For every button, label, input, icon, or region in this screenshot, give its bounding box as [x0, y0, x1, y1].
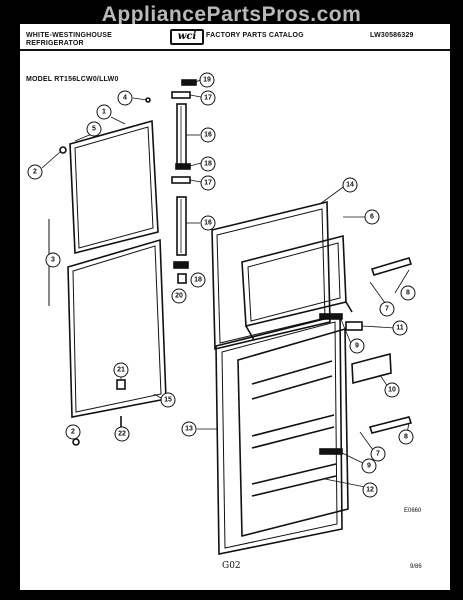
part-2-lower [72, 438, 80, 446]
catalog-title: FACTORY PARTS CATALOG [206, 32, 304, 39]
callout-2: 2 [71, 429, 75, 436]
callout-22: 22 [118, 431, 126, 438]
callout-15: 15 [164, 397, 172, 404]
part-18-top [175, 163, 191, 170]
callout-19: 19 [203, 77, 211, 84]
freezer-door-frame [211, 200, 331, 351]
callout-20: 20 [175, 293, 183, 300]
part-19 [181, 79, 197, 86]
callout-7: 7 [376, 451, 380, 458]
callout-17: 17 [204, 180, 212, 187]
catalog-number: LW30586329 [370, 32, 414, 39]
callout-11: 11 [396, 325, 404, 332]
handle-lower [319, 448, 343, 455]
callout-8: 8 [406, 290, 410, 297]
part-2-upper [59, 146, 67, 154]
header-rule [20, 49, 450, 51]
callout-18: 18 [194, 277, 202, 284]
fresh-food-door-frame [215, 313, 343, 555]
trim-strip-upper [370, 257, 413, 276]
brand-logo: wci [170, 29, 204, 45]
door-shelf-10 [351, 352, 392, 385]
callout-9: 9 [367, 463, 371, 470]
upper-hinge-strip [176, 103, 187, 169]
callout-21: 21 [117, 367, 125, 374]
revision-date: 9/86 [410, 564, 422, 570]
handle-upper [319, 313, 343, 320]
callout-14: 14 [346, 182, 354, 189]
callout-6: 6 [370, 214, 374, 221]
part-21 [116, 379, 126, 390]
exploded-view-drawing: 1524319171618171618201467811910879121315… [27, 72, 416, 555]
callout-1: 1 [102, 109, 106, 116]
part-20 [177, 273, 187, 284]
callout-18: 18 [204, 161, 212, 168]
callout-10: 10 [388, 387, 396, 394]
part-18-low [173, 261, 189, 269]
parts-diagram-page: WHITE-WESTINGHOUSE REFRIGERATOR wci FACT… [20, 24, 450, 590]
brand-line-1: WHITE-WESTINGHOUSE [26, 32, 113, 39]
callout-8: 8 [404, 434, 408, 441]
callout-4: 4 [123, 95, 127, 102]
upper-door-gasket [69, 119, 159, 255]
model-number: MODEL RT156LCW0/LLW0 [26, 76, 119, 83]
callout-2: 2 [33, 169, 37, 176]
fresh-food-door-liner [237, 327, 349, 538]
callout-13: 13 [185, 426, 193, 433]
callout-3: 3 [51, 257, 55, 264]
part-11 [345, 321, 363, 331]
drawing-code: E0660 [404, 508, 422, 514]
callout-16: 16 [204, 220, 212, 227]
lower-door-gasket [67, 238, 167, 418]
callout-7: 7 [385, 306, 389, 313]
watermark: AppliancePartsPros.com [101, 3, 362, 26]
part-17-mid [171, 176, 191, 184]
callout-12: 12 [366, 487, 374, 494]
callout-17: 17 [204, 95, 212, 102]
callout-5: 5 [92, 126, 96, 133]
lower-hinge-strip [176, 196, 187, 256]
callout-9: 9 [355, 343, 359, 350]
part-17-top [171, 91, 191, 99]
callout-16: 16 [204, 132, 212, 139]
page-code: G02 [222, 561, 241, 571]
brand-line-2: REFRIGERATOR [26, 40, 84, 47]
trim-strip-lower [368, 416, 413, 434]
